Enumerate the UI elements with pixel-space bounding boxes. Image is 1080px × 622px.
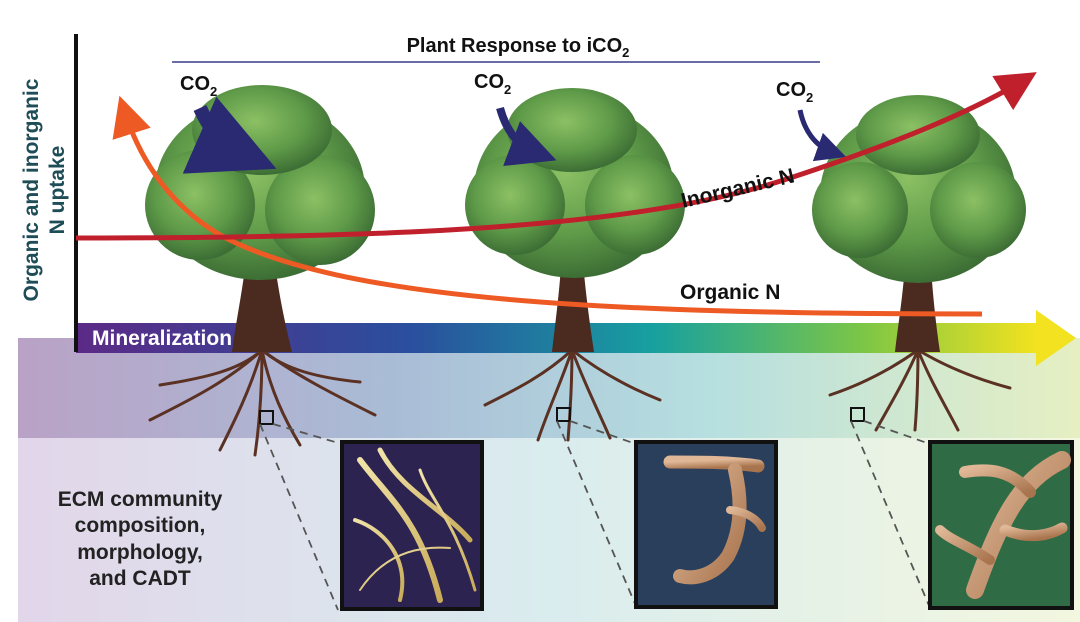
- tree-3-roots: [828, 348, 1012, 432]
- y-axis-label-line2: N uptake: [46, 146, 69, 235]
- inorganic-n-curve: [75, 72, 1037, 241]
- chart-title: Plant Response to iCO2: [407, 35, 630, 60]
- ecm-panel-3-root: [935, 451, 1071, 599]
- callout-leaders: [259, 420, 931, 611]
- ecm-label-line3: morphology,: [77, 541, 203, 564]
- co2-label-3-sub: 2: [806, 90, 813, 105]
- ecm-label-line1: ECM community: [58, 488, 223, 511]
- ecm-panel-1-hyphae: [353, 447, 477, 603]
- soil-upper-band: [18, 338, 1080, 438]
- co2-label-2-sub: 2: [504, 82, 511, 97]
- co2-label-2-main: CO: [474, 71, 504, 93]
- co2-label-3-main: CO: [776, 79, 806, 101]
- tree-2-canopy: [465, 88, 685, 278]
- ecm-panel-3: [928, 440, 1074, 610]
- inorganic-n-label: Inorganic N: [679, 164, 797, 212]
- tree-1-roots: [148, 348, 377, 457]
- tree-2-roots: [483, 348, 662, 442]
- co2-arrow-1: [182, 96, 277, 174]
- co2-label-2: CO2: [474, 71, 511, 97]
- co2-label-1-main: CO: [180, 73, 210, 95]
- tree-3-canopy: [812, 95, 1026, 283]
- co2-label-3: CO2: [776, 79, 813, 105]
- ecm-panel-2-root: [663, 455, 766, 585]
- co2-label-1: CO2: [180, 73, 217, 99]
- callout-square-3: [850, 407, 865, 422]
- ecm-label-line2: composition,: [75, 514, 206, 537]
- co2-arrow-3: [797, 109, 847, 162]
- ecm-panel-1: [340, 440, 484, 611]
- organic-n-curve: [112, 95, 983, 317]
- y-axis-label-line1: Organic and inorganic: [20, 78, 43, 301]
- chart-title-text: Plant Response to iCO: [407, 35, 623, 57]
- ecm-label-line4: and CADT: [89, 567, 191, 590]
- co2-label-1-sub: 2: [210, 84, 217, 99]
- co2-arrow-2: [496, 106, 557, 167]
- ecm-panel-2: [634, 440, 778, 609]
- soil-lower-band: [18, 438, 1080, 622]
- callout-square-2: [556, 407, 571, 422]
- callout-square-1: [259, 410, 274, 425]
- organic-n-label: Organic N: [680, 281, 780, 304]
- chart-title-subscript: 2: [622, 45, 629, 60]
